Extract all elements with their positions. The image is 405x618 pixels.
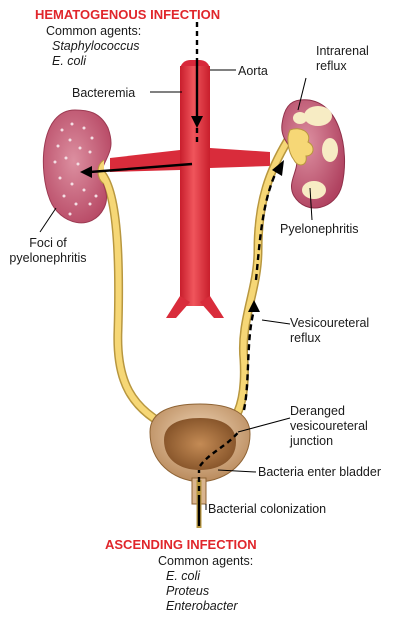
top-agents-label: Common agents: — [46, 24, 141, 38]
right-kidney — [282, 100, 345, 208]
bacterial-colonization-label: Bacterial colonization — [208, 502, 326, 516]
left-kidney — [43, 110, 111, 223]
pyelonephritis-label: Pyelonephritis — [280, 222, 359, 236]
top-agent-item: Staphylococcus — [52, 39, 140, 53]
deranged-junction-label-line3: junction — [290, 434, 333, 448]
deranged-junction-label-line1: Deranged — [290, 404, 345, 418]
intrarenal-reflux-label-line2: reflux — [316, 59, 347, 73]
top-agent-item: E. coli — [52, 54, 86, 68]
bottom-agent-item: E. coli — [166, 569, 200, 583]
bacteria-enter-bladder-label: Bacteria enter bladder — [258, 465, 381, 479]
foci-label-line1: Foci of — [8, 236, 88, 250]
bottom-agent-item: Proteus — [166, 584, 209, 598]
aorta-label: Aorta — [238, 64, 268, 78]
ascending-infection-heading: ASCENDING INFECTION — [105, 538, 257, 552]
bacteremia-label: Bacteremia — [72, 86, 135, 100]
bottom-agents-label: Common agents: — [158, 554, 253, 568]
foci-label-line2: pyelonephritis — [8, 251, 88, 265]
deranged-junction-label-line2: vesicoureteral — [290, 419, 368, 433]
vesicoureteral-reflux-label-line1: Vesicoureteral — [290, 316, 369, 330]
hematogenous-infection-heading: HEMATOGENOUS INFECTION — [35, 8, 220, 22]
vesicoureteral-reflux-label-line2: reflux — [290, 331, 321, 345]
intrarenal-reflux-label-line1: Intrarenal — [316, 44, 369, 58]
bottom-agent-item: Enterobacter — [166, 599, 238, 613]
